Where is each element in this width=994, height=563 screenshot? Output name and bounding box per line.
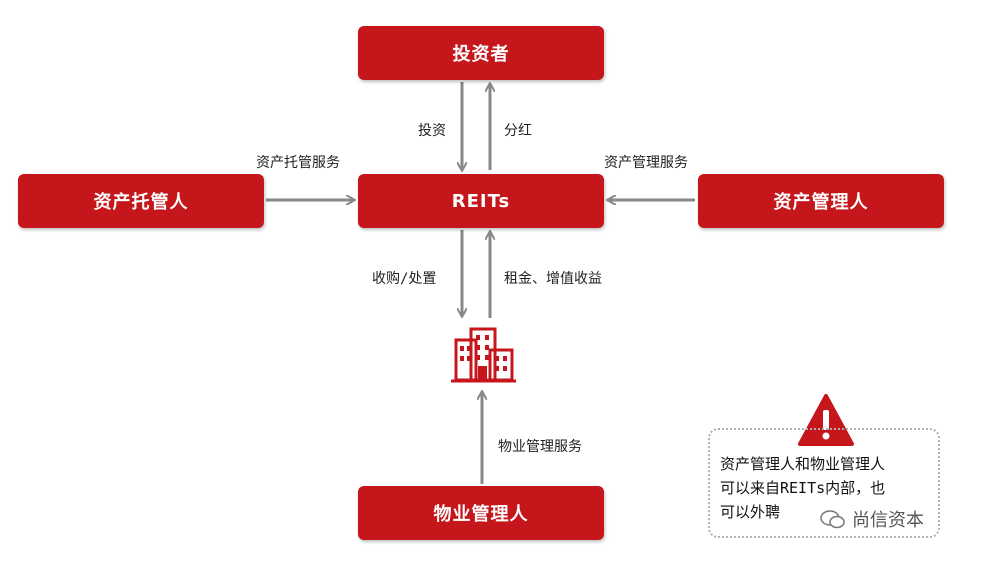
note-box	[708, 428, 940, 538]
label-property-service: 物业管理服务	[498, 439, 582, 455]
wechat-icon	[820, 510, 845, 529]
label-custody-service: 资产托管服务	[256, 155, 340, 171]
watermark-text: 尚信资本	[852, 510, 924, 531]
node-asset-manager: 资产管理人	[698, 174, 944, 228]
label-acquire-dispose: 收购/处置	[372, 271, 437, 287]
note-line-3: 可以外聘	[720, 503, 781, 521]
note-line-1: 资产管理人和物业管理人	[720, 455, 886, 473]
node-custodian: 资产托管人	[18, 174, 264, 228]
label-management-service: 资产管理服务	[604, 155, 688, 171]
watermark: 尚信资本	[820, 506, 924, 532]
note-line-2: 可以来自REITs内部，也	[720, 479, 886, 497]
label-invest: 投资	[418, 123, 446, 139]
building-windows	[460, 335, 507, 380]
node-investor: 投资者	[358, 26, 604, 80]
label-rent-income: 租金、增值收益	[504, 271, 602, 287]
node-property-manager: 物业管理人	[358, 486, 604, 540]
node-reits: REITs	[358, 174, 604, 228]
warning-icon	[798, 394, 854, 446]
label-dividend: 分红	[504, 123, 532, 139]
note-text: 资产管理人和物业管理人 可以来自REITs内部，也 可以外聘	[720, 452, 935, 524]
